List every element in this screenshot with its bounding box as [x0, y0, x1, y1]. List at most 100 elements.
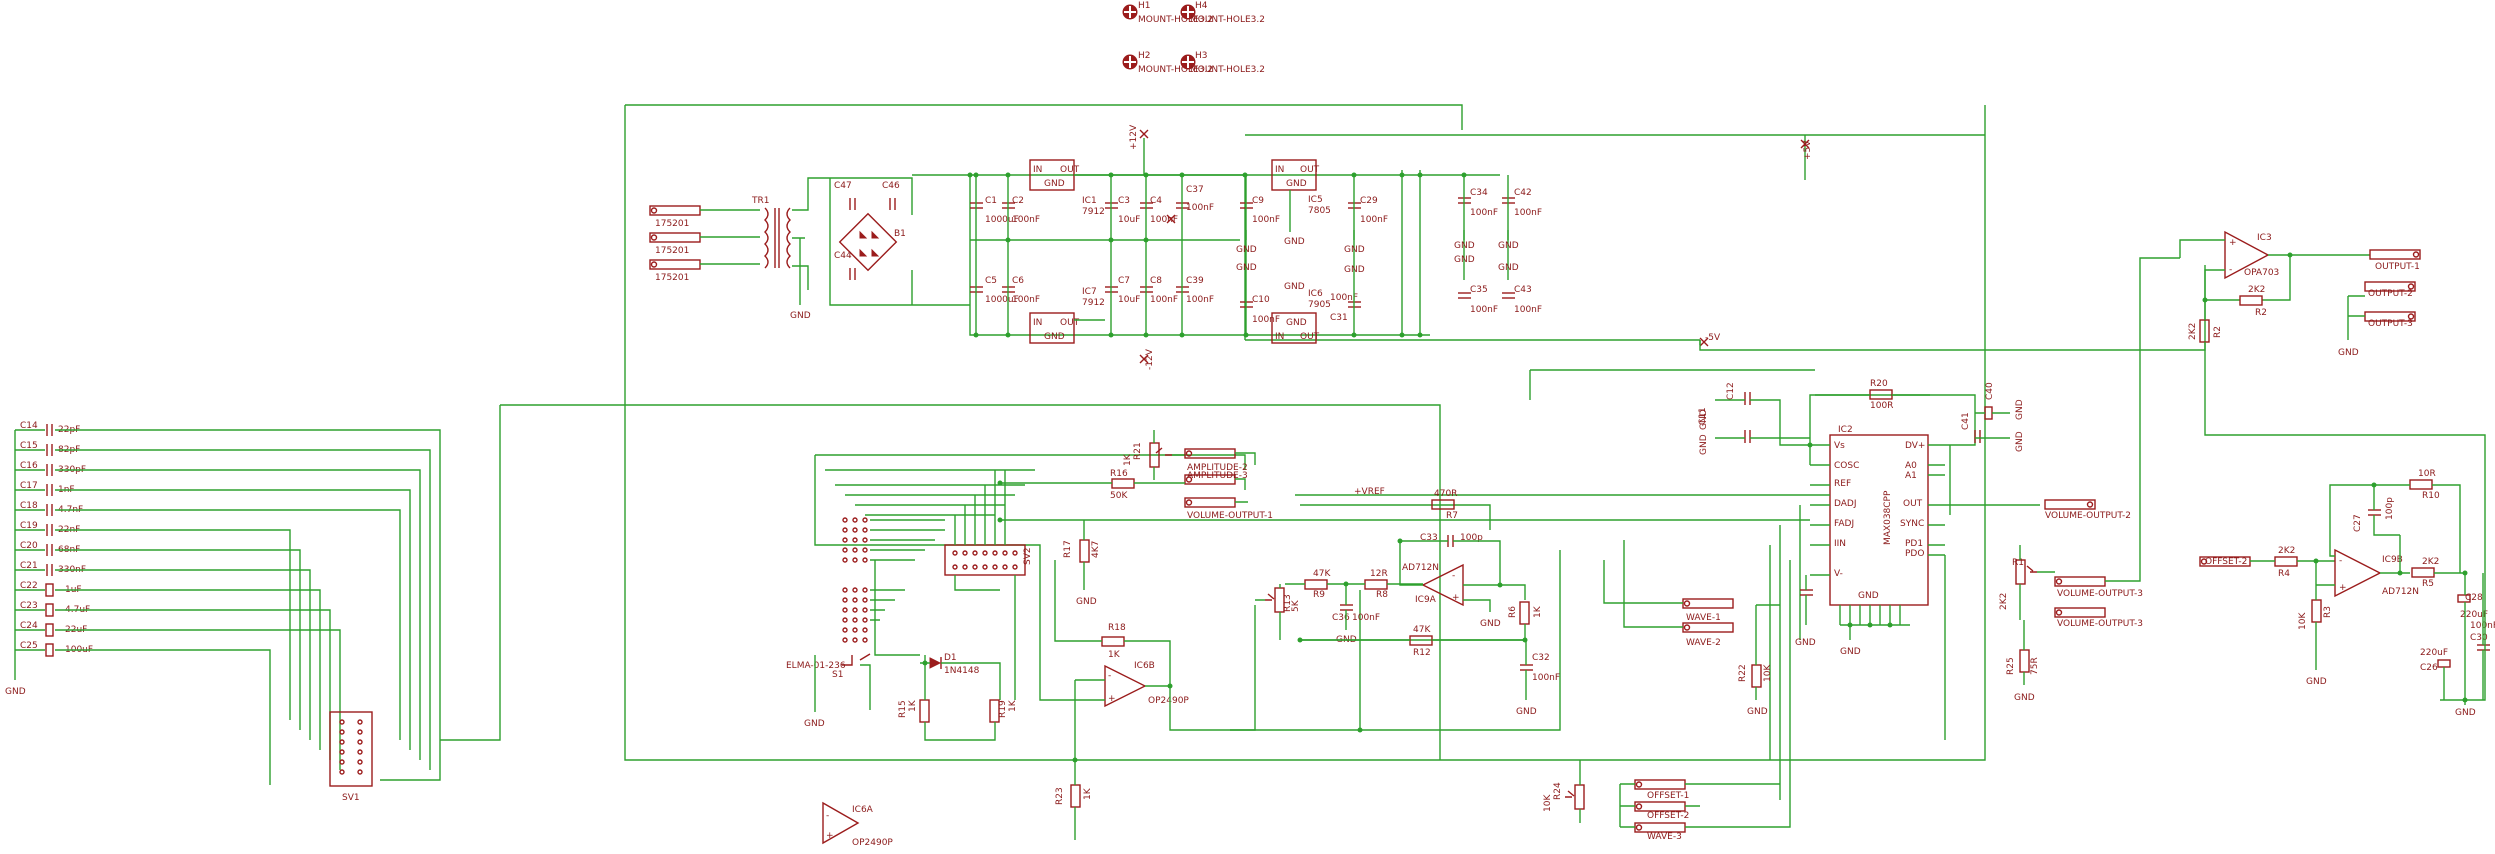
pot-r22[interactable]: R1 2K2 — [1999, 558, 2037, 610]
connector-w2[interactable]: WAVE-2 — [1682, 622, 1734, 648]
power-input-3[interactable]: 175201 — [649, 259, 701, 283]
pot-r13[interactable]: R13 5K — [1265, 587, 1301, 613]
cap-c46[interactable]: C44 — [834, 251, 856, 280]
opamp-ic3[interactable]: +- IC3 OPA703 — [2224, 230, 2279, 280]
connector-f2[interactable]: OFFSET-2 — [1634, 801, 1689, 821]
gnd-label: GND — [1840, 647, 1861, 657]
component-ref: R23 — [1055, 787, 1065, 805]
connector-a2[interactable]: AMPLITUDE-3 — [1184, 471, 1248, 485]
bridge-rectifier-b1[interactable]: B1 — [838, 212, 906, 272]
component-value: 1K — [1083, 787, 1093, 800]
component-ref: C24 — [20, 621, 38, 631]
power-input-1[interactable]: 175201 — [649, 205, 701, 229]
svg-text:+: + — [1108, 694, 1116, 704]
resistor-r19[interactable]: R23 1K — [1055, 784, 1093, 808]
component-value: 100R — [1870, 401, 1893, 411]
pot-r24[interactable]: R24 10K — [1543, 782, 1585, 812]
gnd-label: GND — [2014, 693, 2035, 703]
gnd-label: GND — [804, 719, 825, 729]
header-sv2[interactable]: SV2 — [944, 544, 1033, 576]
connector-f-offset[interactable]: OFFSET-2 — [2199, 556, 2251, 567]
cap-c12[interactable]: C12 — [1726, 382, 1751, 405]
component-ref: C43 — [1514, 285, 1532, 295]
connector-w1[interactable]: WAVE-1 — [1682, 598, 1734, 623]
connector-v3[interactable]: VOLUME-OUTPUT-3 — [2054, 607, 2143, 629]
opamp-ic9b[interactable]: -+ IC9B AD712N — [2334, 548, 2419, 598]
component-ref: IC9B — [2382, 555, 2403, 565]
opamp-ic6a[interactable]: -+ IC6A OP2490P — [822, 801, 893, 848]
header-sv1[interactable]: SV1 — [329, 711, 373, 803]
component-ref: C7 — [1118, 276, 1130, 286]
switch-s1[interactable]: ELMA-01-236 S1 — [786, 517, 871, 680]
connector-x1[interactable]: OUTPUT-1 — [2369, 249, 2421, 272]
power-input-2[interactable]: 175201 — [649, 232, 701, 256]
component-value: 100nF — [1150, 215, 1178, 225]
pin-label: V- — [1834, 569, 1843, 579]
svg-text:IN: IN — [1033, 318, 1042, 328]
connector-a3[interactable]: VOLUME-OUTPUT-1 — [1184, 497, 1273, 521]
cap-c41[interactable]: C41 — [1961, 412, 1981, 443]
cap-c30-near[interactable] — [1800, 589, 1813, 596]
ic2-max038[interactable]: IC2 MAX038CPP Vs COSC REF DADJ FADJ IIN … — [1829, 425, 1929, 606]
transformer-tr1[interactable]: TR1 — [751, 196, 791, 269]
component-ref: R2 — [2213, 326, 2223, 338]
connector-v1[interactable]: VOLUME-OUTPUT-2 — [2044, 499, 2131, 521]
connector-x3[interactable]: OUTPUT-3 — [2364, 311, 2416, 329]
cap-c44[interactable]: C46 — [882, 181, 900, 210]
mount-hole-h4[interactable]: H4 MOUNT-HOLE3.2 — [1180, 1, 1265, 25]
connector-x2[interactable]: OUTPUT-2 — [2364, 281, 2416, 299]
connector-w3[interactable]: WAVE-3 — [1634, 822, 1686, 842]
connector-f1[interactable]: OFFSET-1 — [1634, 779, 1689, 801]
connector-label: OFFSET-1 — [1647, 791, 1689, 801]
opamp-ic6b[interactable]: -+ IC6B OP2490P — [1104, 661, 1189, 708]
cap-c47[interactable]: C47 — [834, 181, 856, 210]
mount-hole-h1[interactable]: H1 MOUNT-HOLE3.2 — [1122, 1, 1213, 25]
cap-c11[interactable]: C11 — [1698, 407, 1751, 443]
component-ref: C32 — [1532, 653, 1550, 663]
component-value: 1K — [1108, 650, 1121, 660]
diode-d1[interactable]: D1 1N4148 — [929, 653, 980, 676]
component-ref: C41 — [1961, 412, 1971, 430]
mount-hole-h2[interactable]: H2 MOUNT-HOLE3.2 — [1122, 51, 1213, 75]
pin-label: SYNC — [1900, 519, 1924, 529]
mount-hole-h3[interactable]: H3 MOUNT-HOLE3.2 — [1180, 51, 1265, 75]
component-ref: R2 — [2255, 308, 2267, 318]
